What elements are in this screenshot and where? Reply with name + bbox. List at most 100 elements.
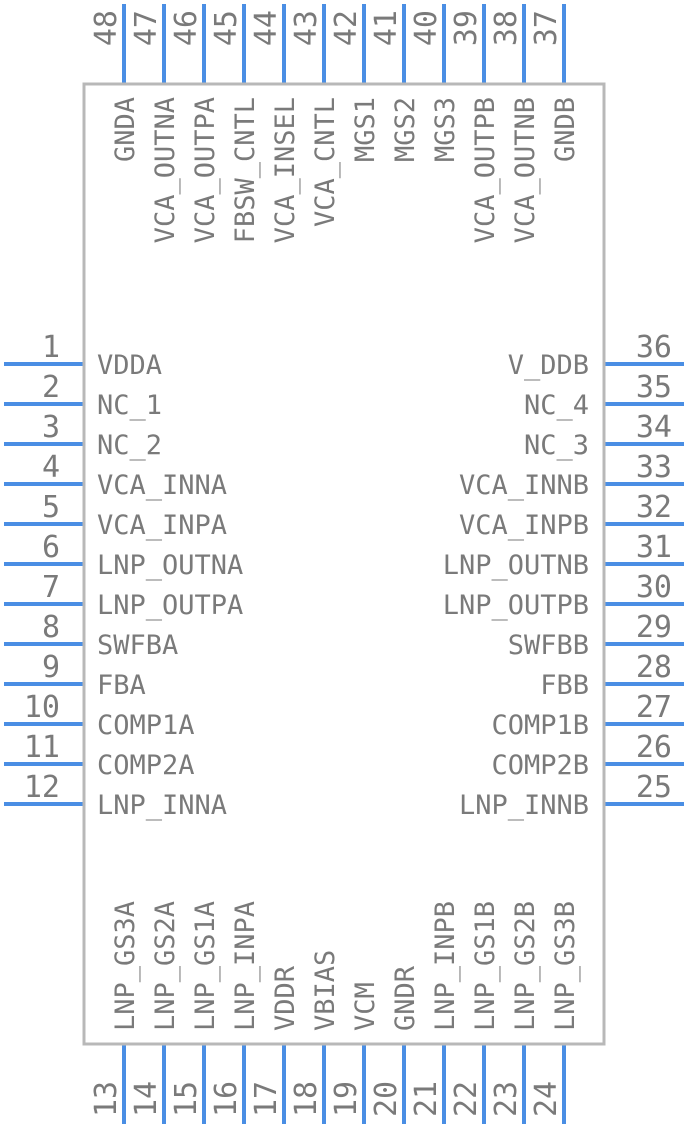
pin-35-number: 35 <box>636 370 672 405</box>
pin-19-number: 19 <box>329 1081 364 1117</box>
pin-label-lnp-outnb: LNP_OUTNB <box>443 550 589 581</box>
pin-label-comp1b: COMP1B <box>491 710 589 741</box>
pin-label-nc-4: NC_4 <box>524 390 589 421</box>
pin-label-nc-3: NC_3 <box>524 430 589 461</box>
pin-label-lnp-gs2b: LNP_GS2B <box>510 901 541 1031</box>
pin-label-vdda: VDDA <box>97 350 162 381</box>
pin-label-comp1a: COMP1A <box>97 710 195 741</box>
pin-label-comp2b: COMP2B <box>491 750 589 781</box>
pin-3-number: 3 <box>42 410 60 445</box>
pin-label-vca-innb: VCA_INNB <box>459 470 589 501</box>
pin-label-vca-outnb: VCA_OUTNB <box>510 97 541 243</box>
pin-label-vbias: VBIAS <box>310 950 341 1031</box>
pin-label-mgs3: MGS3 <box>430 97 461 162</box>
pin-9-number: 9 <box>42 650 60 685</box>
pin-label-vcm: VCM <box>350 982 381 1031</box>
pin-label-mgs1: MGS1 <box>350 97 381 162</box>
pin-36-number: 36 <box>636 330 672 365</box>
pin-label-v-ddb: V_DDB <box>508 350 589 381</box>
pin-17-number: 17 <box>249 1081 284 1117</box>
pin-7-number: 7 <box>42 570 60 605</box>
pin-label-nc-1: NC_1 <box>97 390 162 421</box>
pin-8-number: 8 <box>42 610 60 645</box>
pin-label-vca-insel: VCA_INSEL <box>270 97 301 243</box>
pin-6-number: 6 <box>42 530 60 565</box>
pin-label-vca-inpa: VCA_INPA <box>97 510 227 541</box>
pin-11-number: 11 <box>24 730 60 765</box>
pin-2-number: 2 <box>42 370 60 405</box>
pin-37-number: 37 <box>529 10 564 46</box>
pin-41-number: 41 <box>369 10 404 46</box>
pin-21-number: 21 <box>409 1081 444 1117</box>
pin-32-number: 32 <box>636 490 672 525</box>
ic-body <box>82 82 606 1046</box>
pin-40-number: 40 <box>409 10 444 46</box>
pin-label-mgs2: MGS2 <box>390 97 421 162</box>
pin-label-swfbb: SWFBB <box>508 630 589 661</box>
pin-13-number: 13 <box>89 1081 124 1117</box>
pin-24-number: 24 <box>529 1081 564 1117</box>
pin-label-nc-2: NC_2 <box>97 430 162 461</box>
pin-10-number: 10 <box>24 690 60 725</box>
pin-5-number: 5 <box>42 490 60 525</box>
pin-46-number: 46 <box>169 10 204 46</box>
pin-31-number: 31 <box>636 530 672 565</box>
pin-29-number: 29 <box>636 610 672 645</box>
pin-label-lnp-outpb: LNP_OUTPB <box>443 590 589 621</box>
pin-label-gndr: GNDR <box>390 965 421 1031</box>
pin-label-lnp-inpa: LNP_INPA <box>230 901 261 1031</box>
pin-label-lnp-innb: LNP_INNB <box>459 790 589 821</box>
pin-27-number: 27 <box>636 690 672 725</box>
pin-label-vca-cntl: VCA_CNTL <box>310 97 341 227</box>
pin-label-swfba: SWFBA <box>97 630 178 661</box>
pin-label-fbb: FBB <box>540 670 589 701</box>
pin-30-number: 30 <box>636 570 672 605</box>
pin-45-number: 45 <box>209 10 244 46</box>
pin-22-number: 22 <box>449 1081 484 1117</box>
pin-44-number: 44 <box>249 10 284 46</box>
pin-47-number: 47 <box>129 10 164 46</box>
pin-label-lnp-gs1b: LNP_GS1B <box>470 901 501 1031</box>
pin-26-number: 26 <box>636 730 672 765</box>
pin-label-lnp-inpb: LNP_INPB <box>430 901 461 1031</box>
pin-25-number: 25 <box>636 770 672 805</box>
pin-label-lnp-inna: LNP_INNA <box>97 790 227 821</box>
pin-label-fba: FBA <box>97 670 146 701</box>
pin-label-vca-outna: VCA_OUTNA <box>150 97 181 243</box>
pin-34-number: 34 <box>636 410 672 445</box>
pin-label-lnp-gs2a: LNP_GS2A <box>150 901 181 1031</box>
pin-42-number: 42 <box>329 10 364 46</box>
pin-28-number: 28 <box>636 650 672 685</box>
pin-14-number: 14 <box>129 1081 164 1117</box>
pin-38-number: 38 <box>489 10 524 46</box>
pin-43-number: 43 <box>289 10 324 46</box>
pin-label-vca-inpb: VCA_INPB <box>459 510 589 541</box>
pin-label-gnda: GNDA <box>110 97 141 162</box>
pin-15-number: 15 <box>169 1081 204 1117</box>
pin-39-number: 39 <box>449 10 484 46</box>
pin-4-number: 4 <box>42 450 60 485</box>
pin-label-lnp-gs3b: LNP_GS3B <box>550 901 581 1031</box>
pin-label-vddr: VDDR <box>270 965 301 1031</box>
pin-12-number: 12 <box>24 770 60 805</box>
pin-label-lnp-gs1a: LNP_GS1A <box>190 901 221 1031</box>
pin-18-number: 18 <box>289 1081 324 1117</box>
pin-label-gndb: GNDB <box>550 97 581 162</box>
pin-label-vca-outpb: VCA_OUTPB <box>470 97 501 243</box>
pin-33-number: 33 <box>636 450 672 485</box>
pin-48-number: 48 <box>89 10 124 46</box>
pin-label-vca-inna: VCA_INNA <box>97 470 227 501</box>
pin-label-lnp-gs3a: LNP_GS3A <box>110 901 141 1031</box>
pin-20-number: 20 <box>369 1081 404 1117</box>
pin-23-number: 23 <box>489 1081 524 1117</box>
pin-label-vca-outpa: VCA_OUTPA <box>190 97 221 243</box>
pin-label-fbsw-cntl: FBSW_CNTL <box>230 97 261 243</box>
pin-16-number: 16 <box>209 1081 244 1117</box>
pin-1-number: 1 <box>42 330 60 365</box>
pin-label-lnp-outna: LNP_OUTNA <box>97 550 243 581</box>
pin-label-comp2a: COMP2A <box>97 750 195 781</box>
pin-label-lnp-outpa: LNP_OUTPA <box>97 590 243 621</box>
